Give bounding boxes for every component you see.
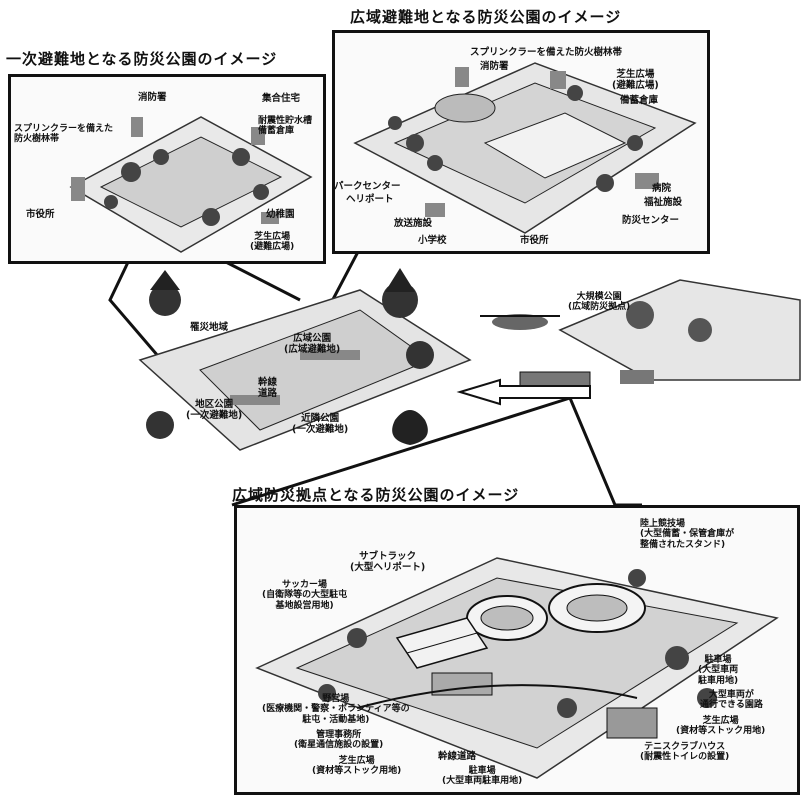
label-stadium: 陸上競技場 (大型備蓄・保管倉庫が 整備されたスタンド): [640, 519, 735, 550]
label-storage: 備蓄倉庫: [620, 95, 659, 106]
label-tennis: テニスクラブハウス (耐震性トイレの設置): [640, 742, 730, 763]
label-arterial-road: 幹線道路: [438, 751, 477, 762]
wide-panel-frame: [332, 30, 710, 254]
label-broadcast: 放送施設: [394, 218, 433, 229]
label-sub-track: サブトラック (大型ヘリポート): [350, 551, 426, 573]
primary-panel-frame: [8, 74, 326, 264]
label-burning-area: 罹災地域: [190, 322, 229, 333]
base-panel-title: 広域防災拠点となる防災公園のイメージ: [232, 486, 520, 504]
label-heliport-1: ヘリポート: [346, 194, 394, 205]
wide-panel-title: 広域避難地となる防災公園のイメージ: [350, 8, 622, 26]
label-parking: 駐車場 (大型車両 駐車用地): [698, 655, 739, 686]
label-fire-station-1: 消防署: [138, 92, 167, 103]
label-lawn-4: 芝生広場 (資材等ストック用地): [312, 756, 402, 777]
label-lawn-3: 芝生広場 (資材等ストック用地): [676, 716, 766, 737]
label-road-loop: 大型車両が 通行できる園路: [700, 690, 763, 711]
base-panel-frame: [234, 505, 800, 795]
label-water-tank: 耐震性貯水槽 備蓄倉庫: [258, 116, 313, 137]
primary-park-illustration: [69, 116, 313, 253]
label-neighborhood-park: 近隣公園 (一次避難地): [292, 413, 349, 435]
label-office: 管理事務所 (衛星通信施設の設置): [294, 730, 384, 751]
label-camp: 野営場 (医療機関・警察・ボランティア等の 駐屯・活動基地): [262, 694, 410, 725]
primary-panel-title: 一次避難地となる防災公園のイメージ: [6, 50, 278, 68]
wide-park-illustration: [353, 62, 697, 234]
label-kindergarten: 幼稚園: [266, 209, 295, 220]
label-lawn-2: 芝生広場 (避難広場): [612, 69, 659, 91]
base-park-illustration: [255, 557, 779, 779]
label-sprinkler-1: スプリンクラーを備えた 防火樹林帯: [14, 124, 114, 145]
label-fire-station-2: 消防署: [480, 61, 509, 72]
label-wide-park: 広域公園 (広域避難地): [284, 333, 341, 355]
label-welfare: 福祉施設: [644, 197, 683, 208]
label-sprinkler-2: スプリンクラーを備えた防火樹林帯: [470, 47, 623, 58]
label-lawn-1: 芝生広場 (避難広場): [250, 232, 295, 253]
label-disaster-center: 防災センター: [622, 215, 680, 226]
label-road: 幹線 道路: [258, 377, 278, 399]
label-housing: 集合住宅: [262, 93, 301, 104]
label-city-hall-2: 市役所: [520, 235, 549, 246]
label-park-center: パークセンター: [334, 181, 401, 192]
label-big-parking: 駐車場 (大型車両駐車用地): [442, 766, 523, 787]
label-school: 小学校: [418, 235, 447, 246]
label-district-park: 地区公園 (一次避難地): [186, 399, 243, 421]
label-base-park: 大規模公園 (広域防災拠点): [568, 292, 631, 313]
label-soccer: サッカー場 (自衛隊等の大型駐屯 基地設営用地): [262, 580, 348, 611]
label-city-hall-1: 市役所: [26, 209, 55, 220]
label-hospital: 病院: [652, 183, 672, 194]
